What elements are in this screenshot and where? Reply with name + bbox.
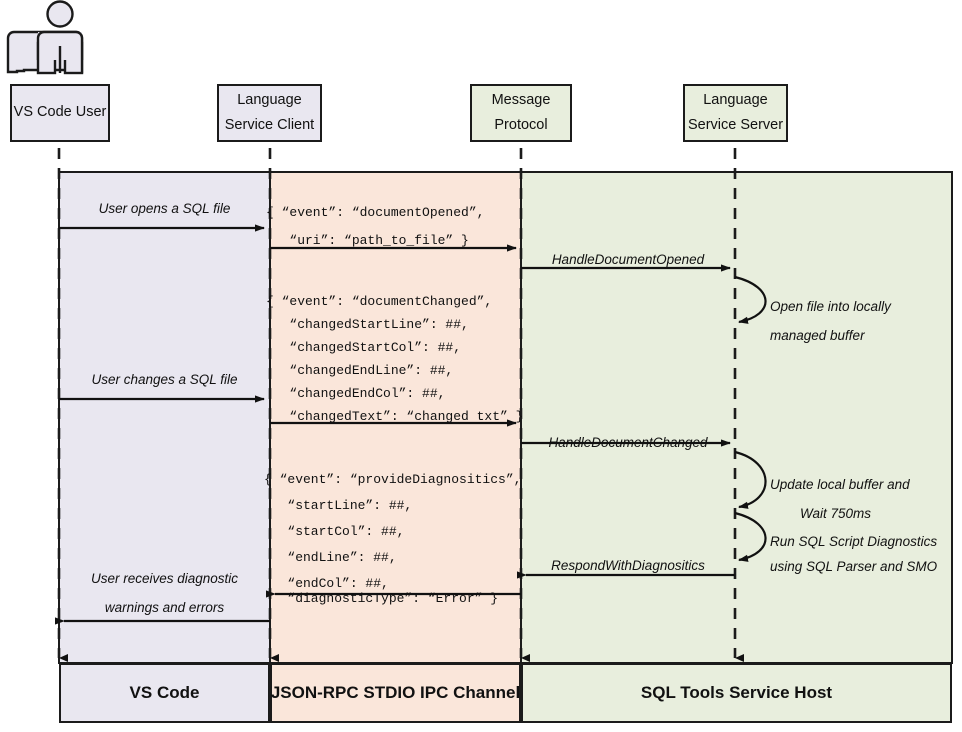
footer-band-label: JSON-RPC STDIO IPC Channel: [270, 683, 521, 702]
lifeline-head-label-line2: Service Client: [224, 117, 315, 133]
lifeline-head-language-server[interactable]: Language Service Server: [683, 84, 788, 142]
message-label-respond-with-diagnostics: RespondWithDiagnositics: [551, 558, 705, 573]
payload-document-opened-line2: “uri”: “path_to_file” }: [266, 233, 469, 248]
lifeline-head-label-line1: Language: [237, 91, 302, 108]
message-label-user-changes: User changes a SQL file: [91, 372, 238, 387]
self-loop-open-buffer: [734, 275, 767, 324]
footer-band-label: SQL Tools Service Host: [640, 683, 833, 702]
stick-figure-actor: [6, 0, 84, 75]
payload-provide-diagnostics-line6: “diagnosticType”: “Error” }: [264, 591, 499, 606]
note-run-diagnostics-line2: using SQL Parser and SMO: [770, 559, 938, 574]
lifeline-head-label-line2: Protocol: [494, 117, 548, 133]
message-label-user-opens: User opens a SQL file: [98, 201, 231, 216]
lifeline-head-label: VS Code User: [13, 104, 107, 121]
footer-band-service[interactable]: SQL Tools Service Host: [521, 663, 952, 723]
message-label-handle-document-opened: HandleDocumentOpened: [551, 252, 705, 267]
note-open-buffer-line2: managed buffer: [770, 328, 865, 343]
payload-provide-diagnostics-line1: { “event”: “provideDiagnositics”,: [264, 472, 522, 487]
band-service: [520, 171, 953, 664]
band-ipc: [269, 171, 522, 664]
lifeline-head-label-line1: Language: [703, 91, 768, 108]
payload-document-changed-line5: “changedEndCol”: ##,: [266, 386, 446, 401]
payload-provide-diagnostics-line5: “endCol”: ##,: [264, 576, 389, 591]
footer-band-label: VS Code: [129, 683, 200, 702]
message-label-handle-document-changed: HandleDocumentChanged: [548, 435, 708, 450]
payload-document-changed-line2: “changedStartLine”: ##,: [266, 317, 469, 332]
lifeline-head-label-line1: Message: [491, 91, 551, 108]
lifeline-head-vscode-user[interactable]: VS Code User: [10, 84, 110, 142]
payload-provide-diagnostics-line2: “startLine”: ##,: [264, 498, 413, 513]
payload-document-changed-line1: { “event”: “documentChanged”,: [266, 294, 493, 309]
note-update-wait-line2: Wait 750ms: [800, 506, 872, 521]
lifeline-head-message-protocol[interactable]: Message Protocol: [470, 84, 572, 142]
payload-document-changed-line6: “changedText”: “changed txt” }: [266, 409, 524, 424]
footer-band-vs-code[interactable]: VS Code: [59, 663, 270, 723]
note-run-diagnostics-line1: Run SQL Script Diagnostics: [770, 534, 938, 549]
lifeline-head-label-line2: Service Server: [687, 117, 784, 133]
self-loop-update-wait: [734, 450, 767, 509]
self-loop-run-diagnostics: [734, 511, 767, 562]
payload-document-opened-line1: { “event”: “documentOpened”,: [266, 205, 485, 220]
note-open-buffer-line1: Open file into locally: [770, 299, 891, 314]
message-label-user-receives-line2: warnings and errors: [104, 600, 225, 615]
band-vs-code: [58, 171, 271, 664]
payload-document-changed-line3: “changedStartCol”: ##,: [266, 340, 462, 355]
note-update-wait-line1: Update local buffer and: [770, 477, 910, 492]
lifeline-head-language-client[interactable]: Language Service Client: [217, 84, 322, 142]
message-arrows: [55, 224, 767, 625]
activity-bands: [58, 171, 953, 664]
footer-band-ipc[interactable]: JSON-RPC STDIO IPC Channel: [270, 663, 521, 723]
payload-provide-diagnostics-line4: “endLine”: ##,: [264, 550, 397, 565]
actor-shoulders: [36, 30, 84, 60]
actor-head: [46, 0, 74, 28]
payload-document-changed-line4: “changedEndLine”: ##,: [266, 363, 454, 378]
message-label-user-receives-line1: User receives diagnostic: [90, 571, 239, 586]
payload-provide-diagnostics-line3: “startCol”: ##,: [264, 524, 405, 539]
